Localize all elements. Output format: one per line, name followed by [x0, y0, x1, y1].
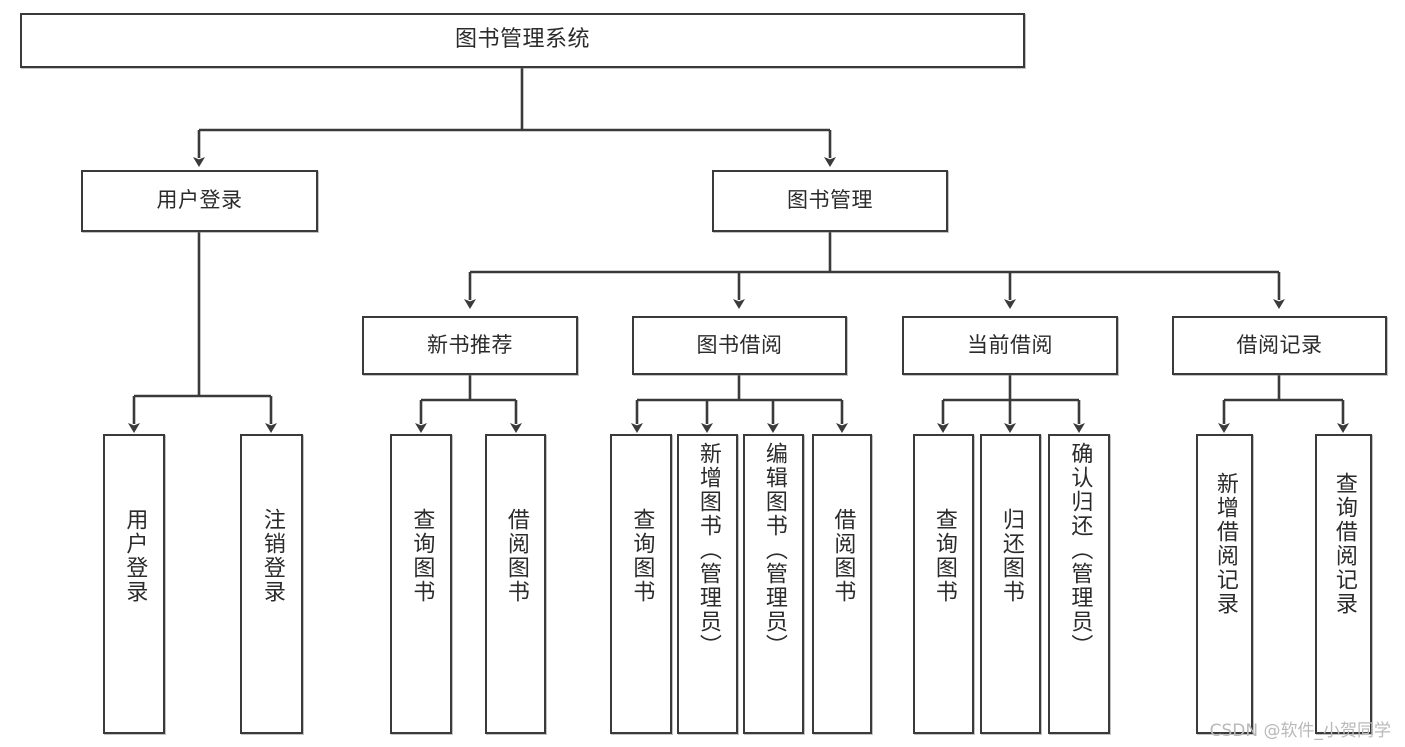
node-label: 注销登录 [259, 508, 285, 604]
leaf-edit-book-admin[interactable]: 编辑图书（管理员） [743, 434, 804, 734]
leaf-user-login[interactable]: 用户登录 [103, 434, 165, 734]
leaf-query-book-borrow[interactable]: 查询图书 [610, 434, 672, 734]
leaf-add-book-admin[interactable]: 新增图书（管理员） [677, 434, 738, 734]
node-label: 用户登录 [122, 508, 148, 604]
leaf-borrow-book[interactable]: 借阅图书 [812, 434, 872, 734]
node-book-management[interactable]: 图书管理 [712, 170, 948, 232]
leaf-logout[interactable]: 注销登录 [240, 434, 303, 734]
leaf-query-book-recommend[interactable]: 查询图书 [390, 434, 452, 734]
leaf-query-borrow-record[interactable]: 查询借阅记录 [1315, 434, 1372, 734]
leaf-add-borrow-record[interactable]: 新增借阅记录 [1196, 434, 1253, 734]
node-label: 图书管理系统 [454, 27, 590, 53]
node-label: 查询图书 [931, 508, 957, 604]
node-label: 借阅图书 [830, 508, 856, 604]
node-borrow-records[interactable]: 借阅记录 [1172, 316, 1387, 375]
node-label: 新书推荐 [427, 332, 513, 357]
node-label: 查询图书 [409, 508, 435, 604]
node-label: 图书管理 [787, 188, 873, 213]
node-label: 编辑图书（管理员） [761, 442, 787, 658]
node-label: 用户登录 [156, 188, 243, 213]
leaf-borrow-book-recommend[interactable]: 借阅图书 [485, 434, 546, 734]
node-label: 图书借阅 [696, 332, 783, 357]
leaf-return-book[interactable]: 归还图书 [980, 434, 1041, 734]
node-book-borrow[interactable]: 图书借阅 [632, 316, 847, 375]
leaf-confirm-return-admin[interactable]: 确认归还（管理员） [1048, 434, 1110, 734]
node-current-borrow[interactable]: 当前借阅 [902, 316, 1118, 375]
csdn-watermark: CSDN @软件_小贺同学 [1209, 721, 1391, 741]
node-label: 新增借阅记录 [1212, 472, 1238, 616]
node-label: 确认归还（管理员） [1067, 442, 1093, 658]
node-user-login[interactable]: 用户登录 [81, 170, 318, 232]
node-label: 查询图书 [629, 508, 655, 604]
node-label: 借阅记录 [1236, 332, 1323, 357]
leaf-query-book-current[interactable]: 查询图书 [913, 434, 974, 734]
node-new-book-recommend[interactable]: 新书推荐 [362, 316, 578, 375]
node-label: 查询借阅记录 [1331, 472, 1357, 616]
node-label: 借阅图书 [503, 508, 529, 604]
node-label: 新增图书（管理员） [695, 442, 721, 658]
node-root-system[interactable]: 图书管理系统 [20, 13, 1025, 68]
node-label: 归还图书 [998, 508, 1024, 604]
node-label: 当前借阅 [967, 332, 1053, 357]
